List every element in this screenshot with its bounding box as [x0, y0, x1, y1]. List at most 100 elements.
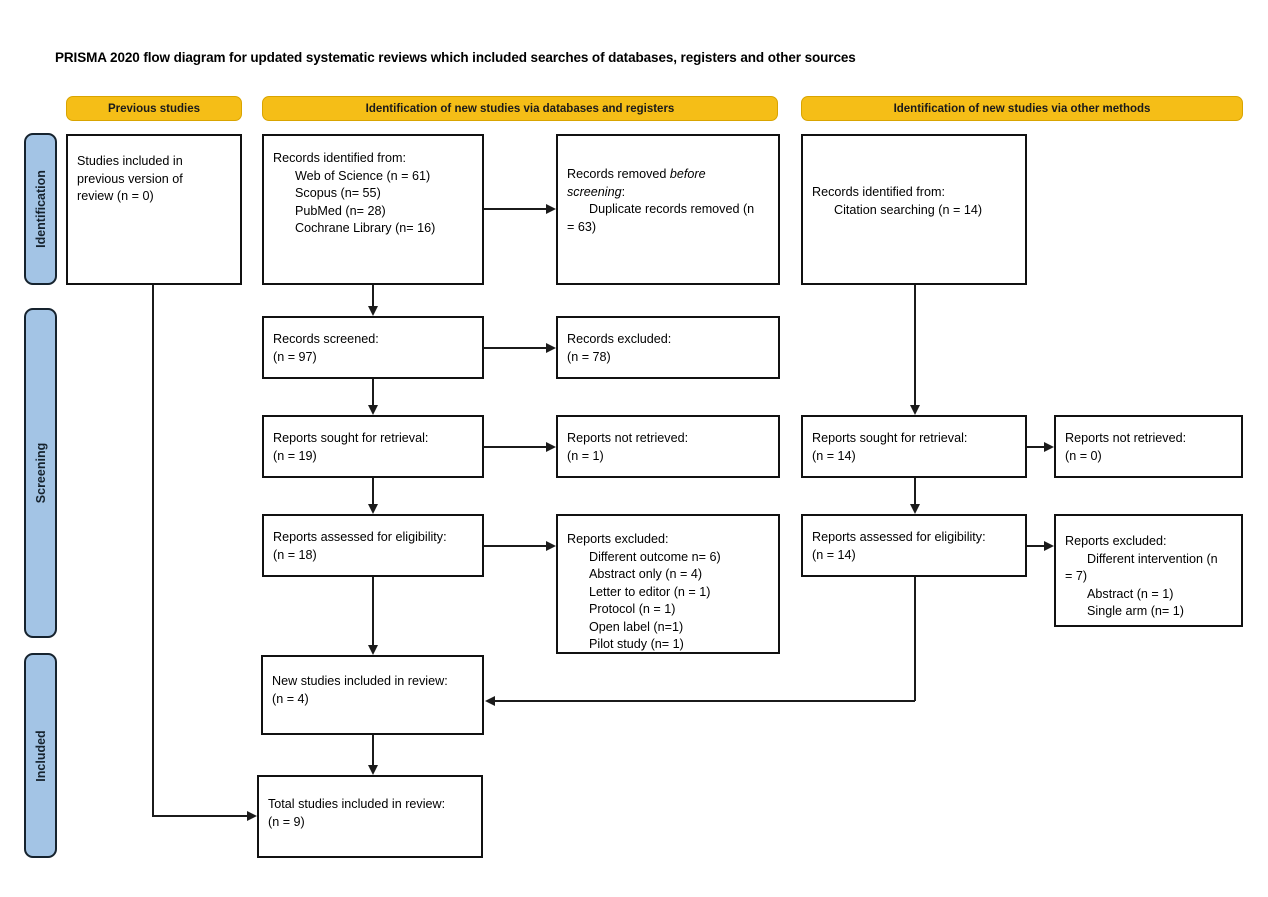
box-line: (n = 4): [272, 691, 309, 706]
box-line: = 63): [567, 219, 597, 234]
box-reports-excluded: Reports excluded: Different outcome n= 6…: [556, 514, 780, 654]
box-line: Reports excluded:: [567, 532, 669, 546]
box-heading-cont: screening:: [567, 184, 772, 202]
column-header-previous-studies: Previous studies: [66, 96, 242, 121]
arrowhead-identified-to-screened: [367, 306, 378, 316]
page-title: PRISMA 2020 flow diagram for updated sys…: [55, 50, 856, 65]
box-line: previous version of: [77, 171, 183, 186]
connector-assessed-other-to-new-studies-vertical: [914, 577, 916, 701]
stage-rail-screening-label: Screening: [33, 442, 48, 504]
box-line: Reports assessed for eligibility:: [273, 530, 447, 544]
arrowhead-identified-other-to-sought-other: [909, 405, 920, 415]
connector-sought-other-to-assessed-other: [914, 478, 916, 504]
connector-previous-to-total-horizontal: [152, 815, 247, 817]
box-reports-sought-for-retrieval: Reports sought for retrieval: (n = 19): [262, 415, 484, 478]
box-line: (n = 9): [268, 814, 305, 829]
box-line: Web of Science (n = 61): [295, 168, 431, 183]
box-records-identified-other-methods: Records identified from: Citation search…: [801, 134, 1027, 285]
box-line: Pilot study (n= 1): [589, 637, 684, 651]
arrowhead-screened-to-sought: [367, 405, 378, 415]
box-line: Different outcome n= 6): [589, 549, 721, 564]
connector-identified-to-removed: [484, 208, 546, 210]
connector-sought-other-to-not-retrieved-other: [1027, 446, 1044, 448]
arrowhead-sought-to-not-retrieved: [546, 441, 556, 452]
connector-sought-to-assessed: [372, 478, 374, 504]
box-line: (n = 78): [567, 349, 611, 364]
box-line: Citation searching (n = 14): [834, 202, 983, 217]
box-line: (n = 97): [273, 349, 317, 364]
connector-assessed-other-to-excluded-other: [1027, 545, 1044, 547]
connector-assessed-to-new-studies: [372, 577, 374, 645]
stage-rail-identification: Identification: [24, 133, 57, 285]
box-studies-included-previous-version: Studies included in previous version of …: [66, 134, 242, 285]
column-header-databases-registers: Identification of new studies via databa…: [262, 96, 778, 121]
box-reports-sought-for-retrieval-other: Reports sought for retrieval: (n = 14): [801, 415, 1027, 478]
box-line: review (n = 0): [77, 189, 154, 203]
box-heading-plain: Records removed: [567, 167, 670, 181]
box-line: Records identified from:: [812, 185, 945, 199]
box-line: (n = 19): [273, 448, 317, 463]
box-line: Records excluded:: [567, 332, 672, 346]
connector-identified-other-to-sought-other: [914, 285, 916, 405]
box-line: (n = 18): [273, 547, 317, 562]
connector-assessed-to-excluded: [484, 545, 546, 547]
box-records-screened: Records screened: (n = 97): [262, 316, 484, 379]
box-line: Reports sought for retrieval:: [812, 431, 968, 445]
column-header-other-methods: Identification of new studies via other …: [801, 96, 1243, 121]
arrowhead-screened-to-excluded: [546, 342, 556, 353]
box-line: Records screened:: [273, 332, 379, 346]
box-line: Duplicate records removed (n: [589, 202, 755, 216]
box-line: = 7): [1065, 569, 1088, 583]
arrowhead-sought-other-to-not-retrieved-other: [1044, 441, 1054, 452]
stage-rail-included-label: Included: [33, 729, 48, 782]
box-line: Abstract (n = 1): [1087, 586, 1174, 601]
stage-rail-identification-label: Identification: [33, 170, 48, 248]
connector-identified-to-screened: [372, 285, 374, 306]
box-reports-assessed-for-eligibility-other: Reports assessed for eligibility: (n = 1…: [801, 514, 1027, 577]
box-line: Different intervention (n: [1087, 551, 1218, 566]
arrowhead-identified-to-removed: [546, 203, 556, 214]
arrowhead-assessed-other-to-new-studies: [485, 695, 495, 706]
box-heading-italic-2: screening: [567, 184, 622, 199]
box-line: Total studies included in review:: [268, 797, 446, 811]
connector-assessed-other-to-new-studies-horizontal: [495, 700, 915, 702]
box-reports-assessed-for-eligibility: Reports assessed for eligibility: (n = 1…: [262, 514, 484, 577]
connector-screened-to-sought: [372, 379, 374, 405]
box-heading-italic: before: [669, 167, 706, 181]
connector-sought-to-not-retrieved: [484, 446, 546, 448]
box-line: Single arm (n= 1): [1087, 604, 1184, 618]
box-new-studies-included-in-review: New studies included in review: (n = 4): [261, 655, 484, 735]
box-line: Letter to editor (n = 1): [589, 584, 711, 599]
arrowhead-assessed-to-new-studies: [367, 645, 378, 655]
box-line: Studies included in: [77, 154, 183, 168]
box-heading: Records removed before: [567, 166, 772, 184]
box-line: Reports not retrieved:: [567, 431, 689, 445]
box-total-studies-included-in-review: Total studies included in review: (n = 9…: [257, 775, 483, 858]
box-records-removed-before-screening: Records removed before screening: Duplic…: [556, 134, 780, 285]
box-records-identified-databases: Records identified from: Web of Science …: [262, 134, 484, 285]
box-line: Scopus (n= 55): [295, 186, 381, 200]
box-line: (n = 0): [1065, 448, 1102, 463]
box-reports-not-retrieved: Reports not retrieved: (n = 1): [556, 415, 780, 478]
box-line: Open label (n=1): [589, 619, 684, 634]
box-heading-tail: :: [621, 184, 626, 199]
connector-previous-to-total-vertical: [152, 285, 154, 816]
stage-rail-included: Included: [24, 653, 57, 858]
arrowhead-sought-other-to-assessed-other: [909, 504, 920, 514]
stage-rail-screening: Screening: [24, 308, 57, 638]
box-line: Protocol (n = 1): [589, 602, 676, 616]
box-line: Abstract only (n = 4): [589, 567, 703, 581]
box-line: (n = 14): [812, 448, 856, 463]
connector-screened-to-excluded: [484, 347, 546, 349]
box-line: (n = 1): [567, 448, 604, 463]
box-line: Cochrane Library (n= 16): [295, 221, 436, 235]
box-line: Reports assessed for eligibility:: [812, 530, 986, 544]
arrowhead-previous-to-total: [247, 810, 257, 821]
arrowhead-assessed-to-excluded: [546, 540, 556, 551]
box-line: Reports sought for retrieval:: [273, 431, 429, 445]
box-line: Reports excluded:: [1065, 534, 1167, 548]
box-line: PubMed (n= 28): [295, 203, 386, 218]
arrowhead-sought-to-assessed: [367, 504, 378, 514]
box-line: Records identified from:: [273, 151, 406, 165]
